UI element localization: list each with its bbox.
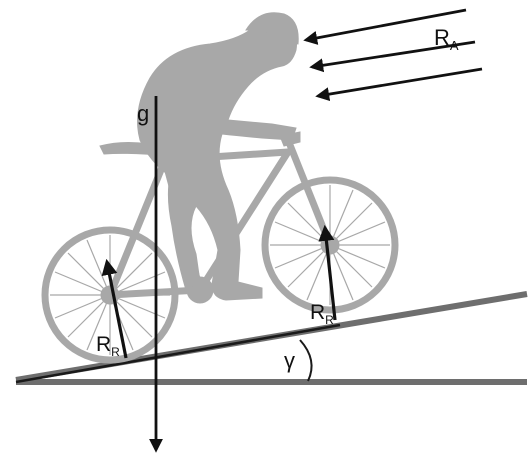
slope-angle-label: γ: [284, 348, 295, 373]
cyclist-silhouette: [41, 12, 399, 364]
slope-edge-line: [15, 323, 341, 384]
air-resistance-label: RA: [434, 25, 459, 53]
front-wheel: [261, 176, 399, 314]
air-arrow-2: [309, 40, 476, 73]
rolling-resistance-rear-label: RR: [96, 333, 120, 359]
slope-angle-arc: [299, 339, 313, 382]
rear-wheel: [41, 226, 179, 364]
air-resistance-arrows: [303, 8, 483, 102]
rider-body: [137, 19, 297, 301]
air-arrow-3: [315, 67, 483, 102]
rolling-resistance-front-arrow: [318, 224, 337, 321]
ground: [15, 291, 528, 385]
rolling-resistance-rear-arrow: [101, 258, 128, 359]
rolling-resistance-front-label: RR: [310, 301, 334, 327]
air-arrow-1: [303, 8, 467, 45]
gravity-label: g: [137, 101, 149, 126]
rider-helmet: [245, 12, 299, 45]
